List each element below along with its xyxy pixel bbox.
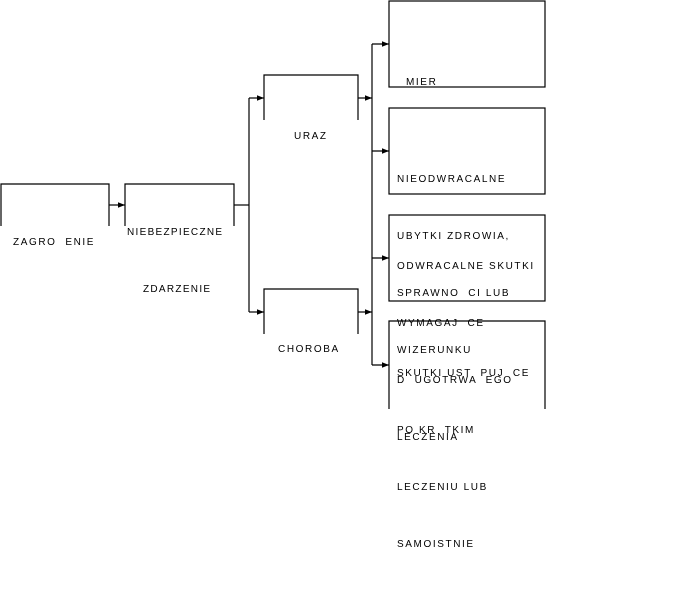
node-smierc: MIER [406,77,438,88]
odwracalne-box [388,214,546,302]
nieodwracalne-box [388,107,546,195]
diagram-lines [0,0,546,409]
node-uraz: URAZ [294,131,328,142]
krotkie-box [388,320,546,409]
node-nieodwracalne: NIEODWRACALNE UBYTKI ZDROWIA, SPRAWNO CI… [397,174,511,356]
node-zagrozenie: ZAGRO ENIE [13,237,96,248]
node-krotkie: SKUTKI UST PUJ CE PO KR TKIM LECZENIU LU… [397,368,531,550]
risk-flow-diagram: ZAGRO ENIE NIEBEZPIECZNE ZDARZENIE URAZ … [0,0,546,550]
node-niebezpieczne-zdarzenie: NIEBEZPIECZNE ZDARZENIE [127,227,224,295]
node-choroba: CHOROBA [278,344,340,355]
smierc-box [388,0,546,88]
